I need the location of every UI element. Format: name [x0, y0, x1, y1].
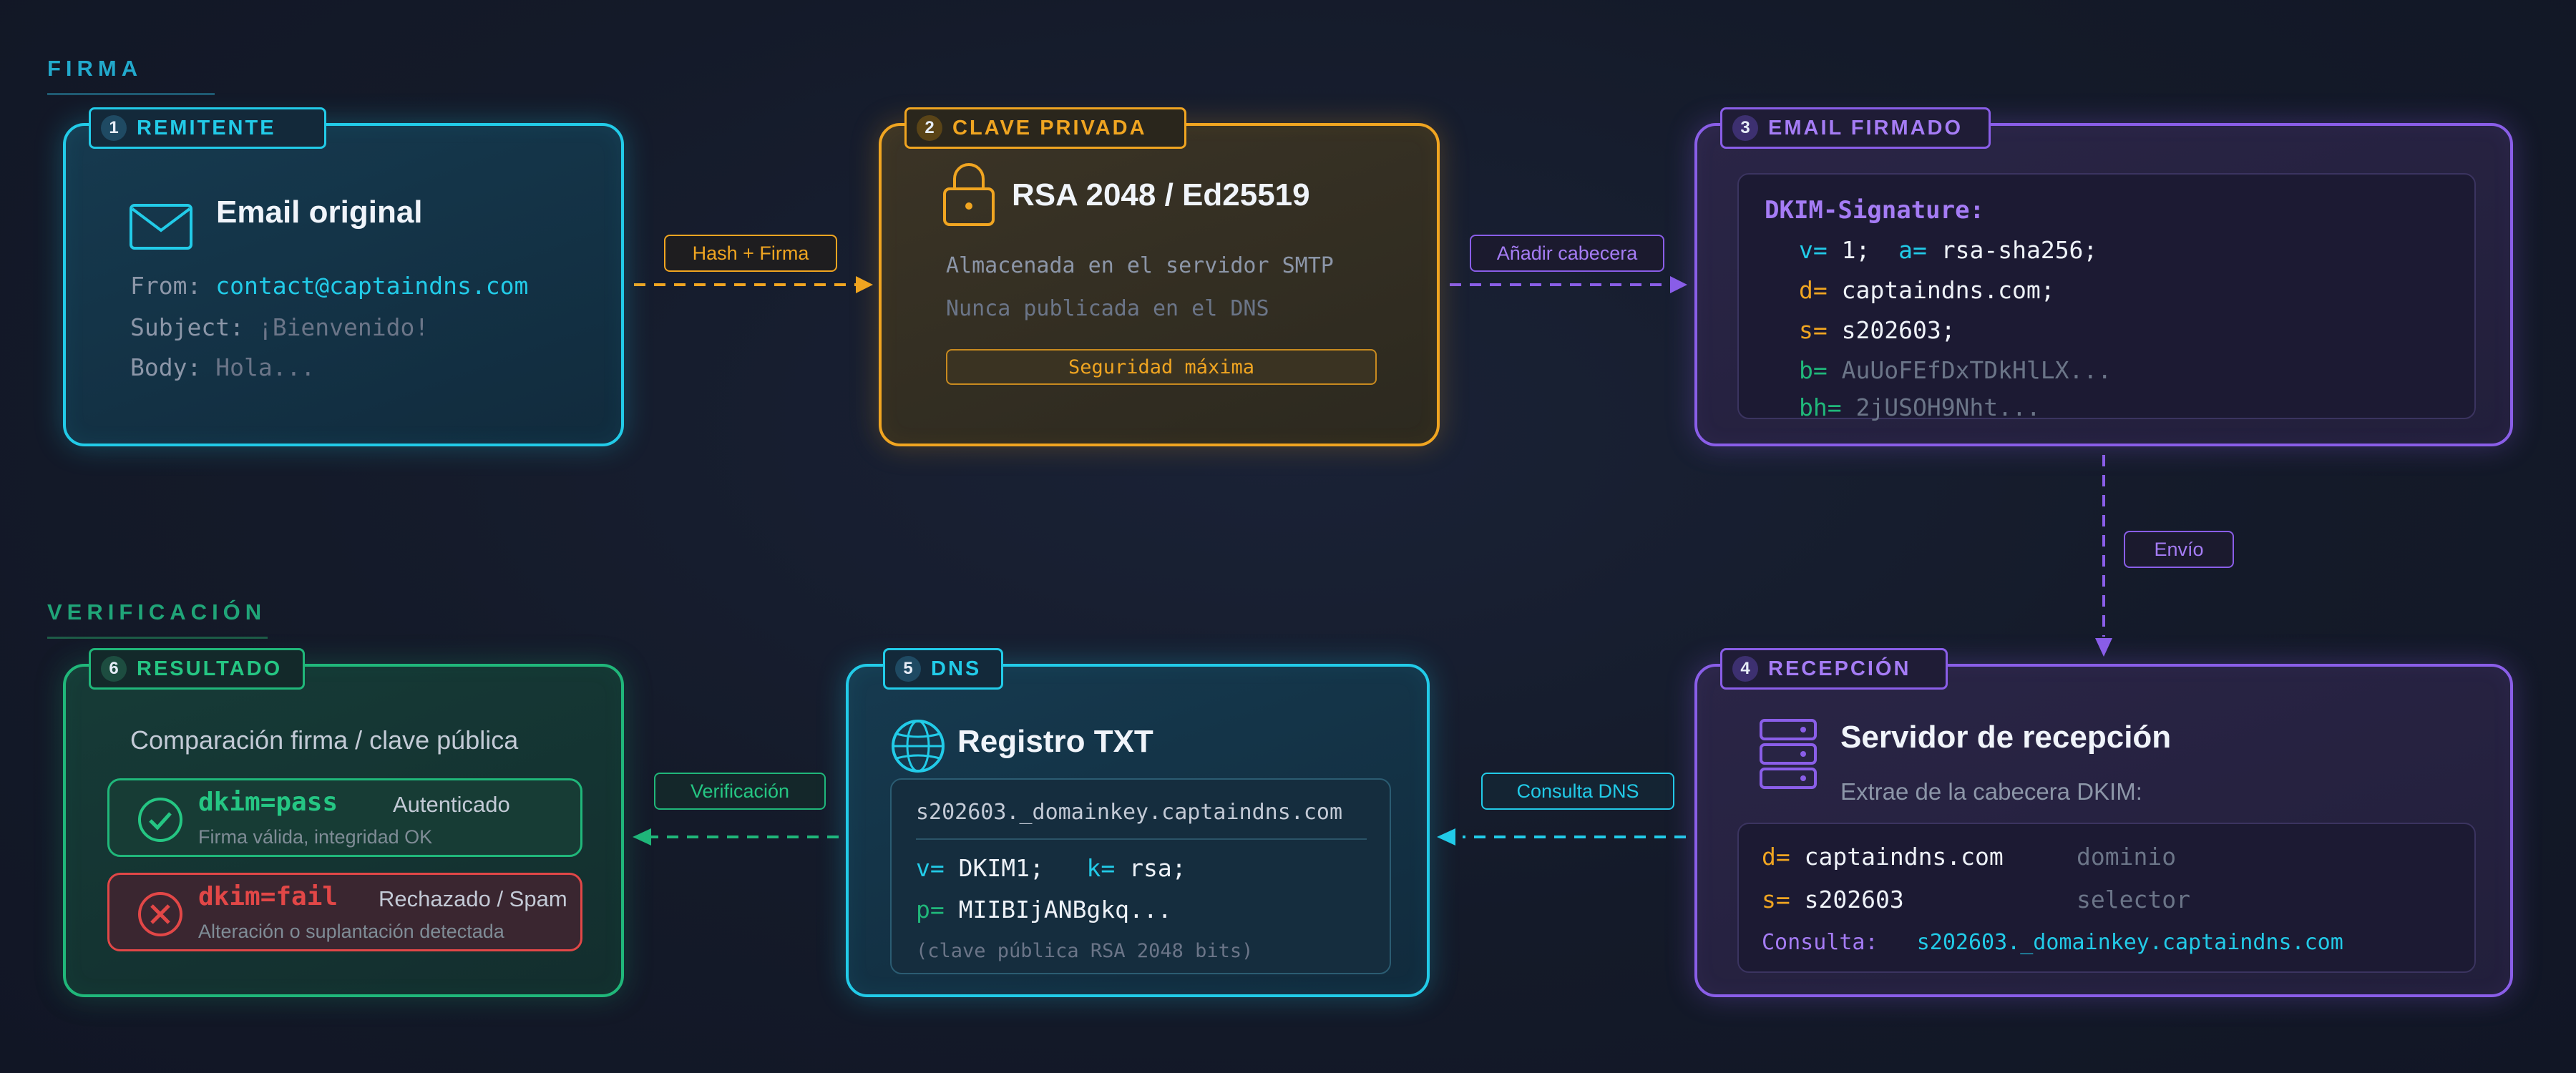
- dkim-pass-label: dkim=pass: [198, 788, 338, 817]
- card-dns: Registro TXT s202603._domainkey.captaind…: [846, 664, 1430, 997]
- sig-va-line: v= 1; a= rsa-sha256;: [1799, 236, 2098, 264]
- card-recepcion: Servidor de recepción Extrae de la cabec…: [1694, 664, 2513, 997]
- arrow-label-verificacion: Verificación: [654, 773, 826, 810]
- txt-note: (clave pública RSA 2048 bits): [916, 940, 1254, 962]
- txt-record-name: s202603._domainkey.captaindns.com: [916, 800, 1343, 825]
- security-badge: Seguridad máxima: [946, 349, 1377, 385]
- dkim-pass-status: Autenticado: [393, 792, 510, 817]
- arrow-verificacion-head: [633, 828, 651, 846]
- arrow-hash-head: [856, 276, 873, 293]
- signature-header: DKIM-Signature:: [1765, 196, 1985, 225]
- card-remitente: Email original From: contact@captaindns.…: [63, 123, 624, 446]
- check-circle-icon: [138, 798, 182, 842]
- sig-b-line: b= AuUoFEfDxTDkHlLX...: [1799, 356, 2112, 384]
- extracted-d-note: dominio: [2077, 843, 2177, 871]
- arrow-consulta-head: [1437, 828, 1455, 846]
- server-icon: [1760, 719, 1817, 789]
- card-title: Registro TXT: [957, 724, 1153, 759]
- arrow-envio-head: [2095, 638, 2112, 657]
- card-title: Servidor de recepción: [1840, 720, 2172, 755]
- sig-s-line: s= s202603;: [1799, 316, 1956, 344]
- extracted-s-line: s= s202603: [1762, 886, 1904, 913]
- dkim-fail-desc: Alteración o suplantación detectada: [198, 921, 504, 942]
- record-divider: [916, 838, 1367, 840]
- sig-bh-line: bh= 2jUSOH9Nht...: [1799, 393, 2041, 421]
- dkim-fail-box: dkim=fail Rechazado / Spam Alteración o …: [107, 873, 582, 951]
- dkim-pass-desc: Firma válida, integridad OK: [198, 826, 433, 848]
- txt-record-block: s202603._domainkey.captaindns.com v= DKI…: [890, 778, 1391, 974]
- txt-p-line: p= MIIBIjANBgkq...: [916, 896, 1172, 923]
- section-title-firma: FIRMA: [47, 56, 215, 95]
- resultado-title: Comparación firma / clave pública: [130, 725, 519, 755]
- extracted-d-line: d= captaindns.com: [1762, 843, 2004, 871]
- arrow-cabecera-head: [1670, 276, 1687, 293]
- arrow-label-cabecera: Añadir cabecera: [1470, 235, 1664, 272]
- dkim-fail-status: Rechazado / Spam: [379, 886, 567, 911]
- arrow-label-hash: Hash + Firma: [664, 235, 837, 272]
- globe-icon: [892, 720, 945, 773]
- card-clave-privada: RSA 2048 / Ed25519 Almacenada en el serv…: [879, 123, 1440, 446]
- clave-line-1: Almacenada en el servidor SMTP: [946, 253, 1334, 278]
- signature-block: DKIM-Signature: v= 1; a= rsa-sha256; d= …: [1737, 173, 2476, 421]
- txt-vk-line: v= DKIM1; k= rsa;: [916, 854, 1186, 882]
- lock-icon: [943, 163, 995, 226]
- section-title-verificacion: VERIFICACIÓN: [47, 599, 268, 639]
- sig-d-line: d= captaindns.com;: [1799, 276, 2055, 304]
- arrow-label-consulta: Consulta DNS: [1481, 773, 1674, 810]
- body-line: Body: Hola...: [130, 353, 316, 381]
- arrow-label-envio: Envío: [2124, 531, 2234, 568]
- extracted-block: d= captaindns.com dominio s= s202603 sel…: [1737, 823, 2476, 973]
- card-resultado: Comparación firma / clave pública dkim=p…: [63, 664, 624, 997]
- card-email-firmado: DKIM-Signature: v= 1; a= rsa-sha256; d= …: [1694, 123, 2513, 446]
- clave-line-2: Nunca publicada en el DNS: [946, 296, 1269, 321]
- envelope-icon: [130, 204, 192, 250]
- from-line: From: contact@captaindns.com: [130, 272, 529, 300]
- card-title: RSA 2048 / Ed25519: [1012, 177, 1310, 212]
- extracted-s-note: selector: [2077, 886, 2190, 913]
- recepcion-subtitle: Extrae de la cabecera DKIM:: [1840, 778, 2142, 805]
- query-line: Consulta: s202603._domainkey.captaindns.…: [1762, 930, 2343, 955]
- x-circle-icon: [138, 892, 182, 936]
- subject-line: Subject: ¡Bienvenido!: [130, 313, 429, 341]
- dkim-pass-box: dkim=pass Autenticado Firma válida, inte…: [107, 778, 582, 857]
- card-title: Email original: [216, 195, 423, 230]
- dkim-fail-label: dkim=fail: [198, 882, 338, 911]
